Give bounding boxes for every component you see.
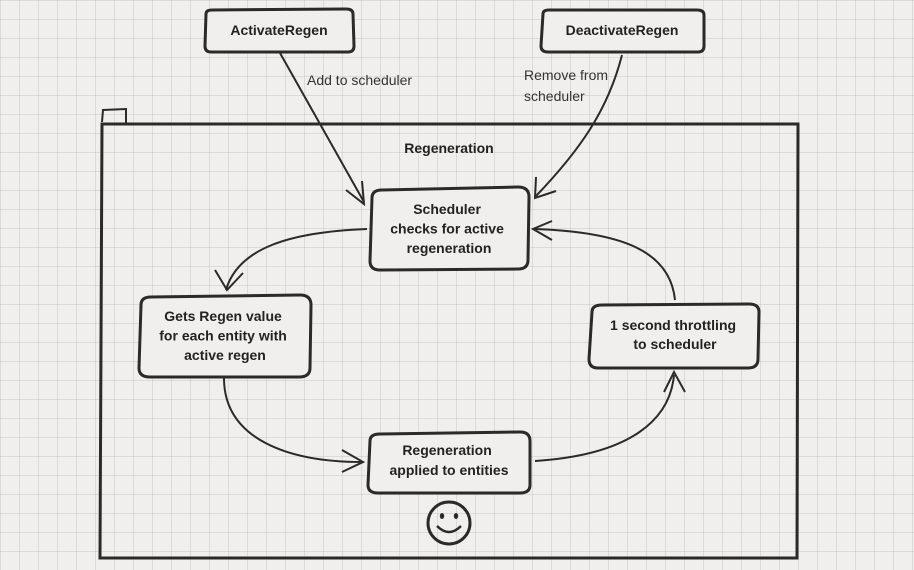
node-gets-regen: Gets Regen value for each entity with ac… — [137, 293, 313, 379]
node-throttle: 1 second throttling to scheduler — [587, 302, 761, 370]
arrowhead-deactivate — [533, 176, 557, 200]
edge-gets-to-applied — [223, 377, 363, 463]
edge-scheduler-to-gets — [225, 228, 368, 291]
smiley-face-icon — [426, 500, 472, 546]
node-applied-label: Regeneration applied to entities — [389, 442, 508, 478]
node-activate-regen: ActivateRegen — [203, 7, 356, 54]
node-scheduler: Scheduler checks for active regeneration — [368, 185, 531, 272]
regeneration-container: Regeneration — [98, 107, 800, 560]
node-applied: Regeneration applied to entities — [366, 430, 532, 495]
node-deactivate-regen: DeactivateRegen — [539, 8, 706, 54]
edge-label-add: Add to scheduler — [307, 72, 412, 88]
arrowhead-activate — [345, 180, 366, 207]
edges — [214, 52, 686, 473]
edge-activate-to-scheduler — [279, 52, 365, 203]
arrowhead-scheduler — [530, 220, 553, 241]
arrowhead-applied — [341, 449, 366, 473]
node-deactivate-label: DeactivateRegen — [566, 22, 679, 38]
edge-label-remove: Remove from scheduler — [524, 67, 612, 104]
container-tab — [101, 107, 127, 124]
arrowhead-throttle — [663, 369, 686, 393]
edge-applied-to-throttle — [534, 374, 675, 462]
container-title: Regeneration — [404, 140, 493, 156]
node-scheduler-label: Scheduler checks for active regeneration — [390, 201, 508, 256]
node-throttle-label: 1 second throttling to scheduler — [610, 317, 740, 352]
node-activate-label: ActivateRegen — [230, 22, 327, 38]
container-frame — [98, 122, 800, 560]
edge-deactivate-to-scheduler — [535, 54, 623, 197]
node-gets-regen-label: Gets Regen value for each entity with ac… — [159, 308, 290, 363]
arrowhead-gets — [214, 269, 244, 292]
edge-throttle-to-scheduler — [534, 228, 676, 301]
